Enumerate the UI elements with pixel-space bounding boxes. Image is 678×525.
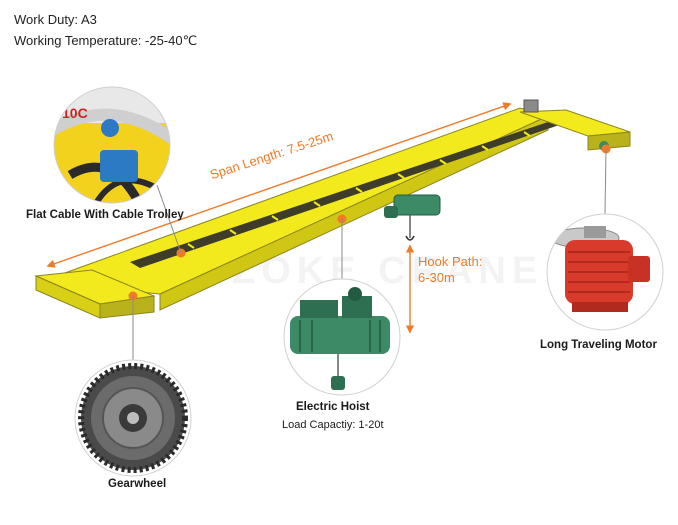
- span-length-arrow: [46, 102, 512, 268]
- end-carriage-left: [34, 269, 156, 319]
- flat-cable-inset: 10C: [54, 87, 170, 203]
- gearwheel-label: Gearwheel: [108, 478, 167, 490]
- working-temperature-text: Working Temperature: -25-40℃: [14, 33, 198, 48]
- long-motor-inset: [547, 214, 663, 330]
- flat-cable-label: Flat Cable With Cable Trolley: [26, 209, 184, 221]
- hook-path-value: 6-30m: [418, 270, 455, 285]
- electric-hoist-inset: [284, 279, 400, 395]
- end-carriage-right: [519, 99, 631, 151]
- motor-leader-line: [604, 148, 607, 215]
- electric-hoist-label: Electric Hoist: [296, 401, 370, 413]
- long-motor-label: Long Traveling Motor: [540, 339, 657, 351]
- gearwheel-inset: [75, 360, 191, 476]
- work-duty-text: Work Duty: A3: [14, 12, 97, 27]
- hook-path-label: Hook Path:: [418, 254, 483, 269]
- svg-text:10C: 10C: [62, 105, 88, 121]
- load-capacity-label: Load Capactiy: 1-20t: [282, 419, 384, 431]
- cable-leader-line: [156, 184, 182, 254]
